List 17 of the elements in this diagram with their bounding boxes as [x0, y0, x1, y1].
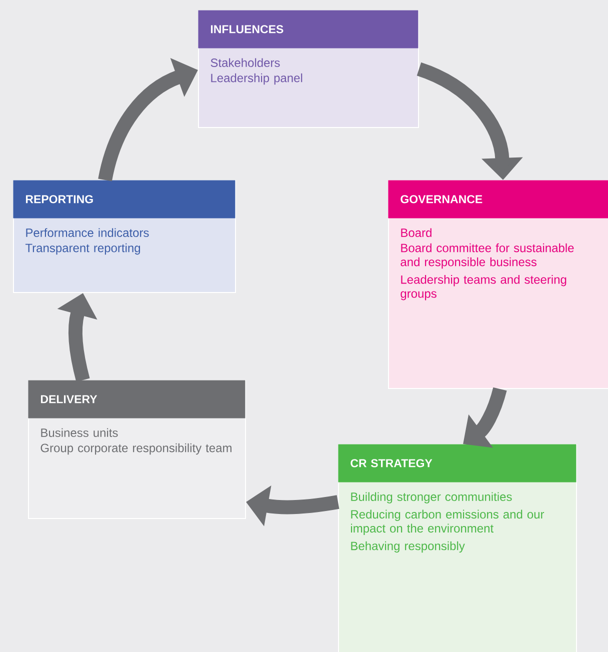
- list-item: Transparent reporting: [25, 243, 140, 255]
- header-bar: GOVERNANCE: [388, 180, 608, 218]
- list-item: Building stronger communities: [351, 492, 512, 504]
- list-item: Behaving responsibly: [351, 541, 465, 553]
- list-item: Reducing carbon emissions and our impact on the environment: [351, 510, 544, 535]
- list-item: Leadership panel: [211, 73, 302, 85]
- list-item: Board: [401, 228, 432, 237]
- list-item: Business units: [41, 428, 118, 437]
- header-bar: CR STRATEGY: [338, 444, 576, 482]
- list-item: Group corporate responsibility team: [40, 443, 232, 455]
- header-bar: REPORTING: [13, 180, 236, 218]
- list-item: Leadership teams and steering groups: [400, 275, 566, 300]
- header-bar: INFLUENCES: [198, 10, 418, 48]
- header-bar: DELIVERY: [28, 380, 246, 418]
- list-item: Stakeholders: [210, 58, 280, 67]
- list-item: Performance indicators: [26, 228, 149, 237]
- list-item: Board committee for sustainable and responsible business: [400, 243, 574, 269]
